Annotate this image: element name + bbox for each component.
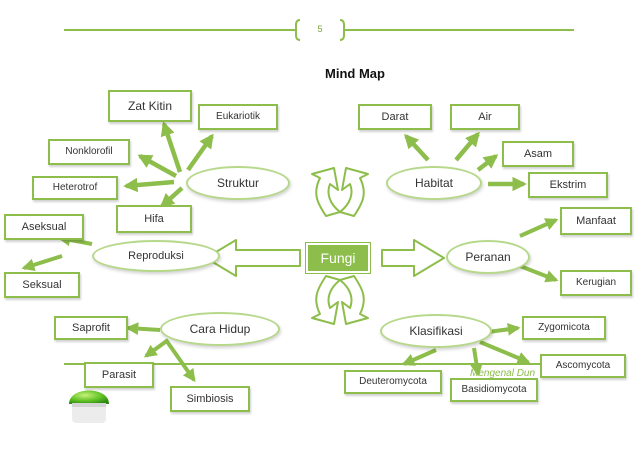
mushroom-decoration [69, 390, 109, 423]
leaf-deuteromycota: Deuteromycota [344, 370, 442, 394]
arrow-to-asam [476, 154, 499, 172]
arrow-to-zat-kitin [160, 121, 183, 173]
leaf-aseksual: Aseksual [4, 214, 84, 240]
arrow-to-darat [404, 133, 430, 162]
leaf-parasit: Parasit [84, 362, 154, 388]
arrow-to-simbiosis [164, 338, 196, 383]
leaf-ekstrim: Ekstrim [528, 172, 608, 198]
arrow-to-kerugian [519, 264, 559, 283]
curved-arrow-to-habitat [339, 167, 369, 217]
branch-struktur: Struktur [186, 166, 290, 200]
branch-peranan: Peranan [446, 240, 530, 274]
arrow-to-parasit [143, 338, 170, 358]
arrow-to-zygomicota [487, 323, 521, 336]
page-number: 5 [317, 24, 323, 34]
curved-arrow-to-klasifikasi [339, 275, 369, 325]
leaf-zat-kitin: Zat Kitin [108, 90, 192, 122]
leaf-darat: Darat [358, 104, 432, 130]
leaf-nonklorofil: Nonklorofil [48, 139, 130, 165]
page-title: Mind Map [325, 66, 385, 81]
arrow-to-eukariotik [186, 133, 214, 172]
leaf-basidiomycota: Basidiomycota [450, 378, 538, 402]
arrow-to-ascomycota [479, 340, 531, 364]
block-arrow-to-peranan [381, 239, 445, 277]
center-node-fungi: Fungi [305, 242, 371, 274]
branch-reproduksi: Reproduksi [92, 240, 220, 272]
branch-cara-hidup: Cara Hidup [160, 312, 280, 346]
leaf-air: Air [450, 104, 520, 130]
branch-habitat: Habitat [386, 166, 482, 200]
curved-arrow-to-struktur [311, 167, 341, 217]
leaf-simbiosis: Simbiosis [170, 386, 250, 412]
arrow-to-deuteromycota [401, 348, 437, 366]
arrow-to-heterotrof [123, 177, 175, 193]
leaf-hifa: Hifa [116, 205, 192, 233]
leaf-seksual: Seksual [4, 272, 80, 298]
leaf-kerugian: Kerugian [560, 270, 632, 296]
leaf-ascomycota: Ascomycota [540, 354, 626, 378]
leaf-saprofit: Saprofit [54, 316, 128, 340]
footer-text: Mengenal Dun [470, 368, 536, 379]
branch-klasifikasi: Klasifikasi [380, 314, 492, 348]
leaf-eukariotik: Eukariotik [198, 104, 278, 130]
leaf-manfaat: Manfaat [560, 207, 632, 235]
arrow-to-air [454, 131, 480, 162]
arrow-to-seksual [21, 254, 63, 272]
curved-arrow-to-cara-hidup [311, 275, 341, 325]
leaf-heterotrof: Heterotrof [32, 176, 118, 200]
block-arrow-to-reproduksi [205, 239, 301, 277]
arrow-to-basidiomycota [470, 347, 483, 377]
arrow-to-hifa [159, 186, 184, 208]
arrow-to-saprofit [125, 322, 161, 336]
page-bracket-left [295, 19, 301, 41]
arrow-to-nonklorofil [137, 154, 178, 178]
leaf-asam: Asam [502, 141, 574, 167]
arrow-to-manfaat [519, 218, 559, 238]
page-bracket-right [339, 19, 345, 41]
leaf-zygomicota: Zygomicota [522, 316, 606, 340]
